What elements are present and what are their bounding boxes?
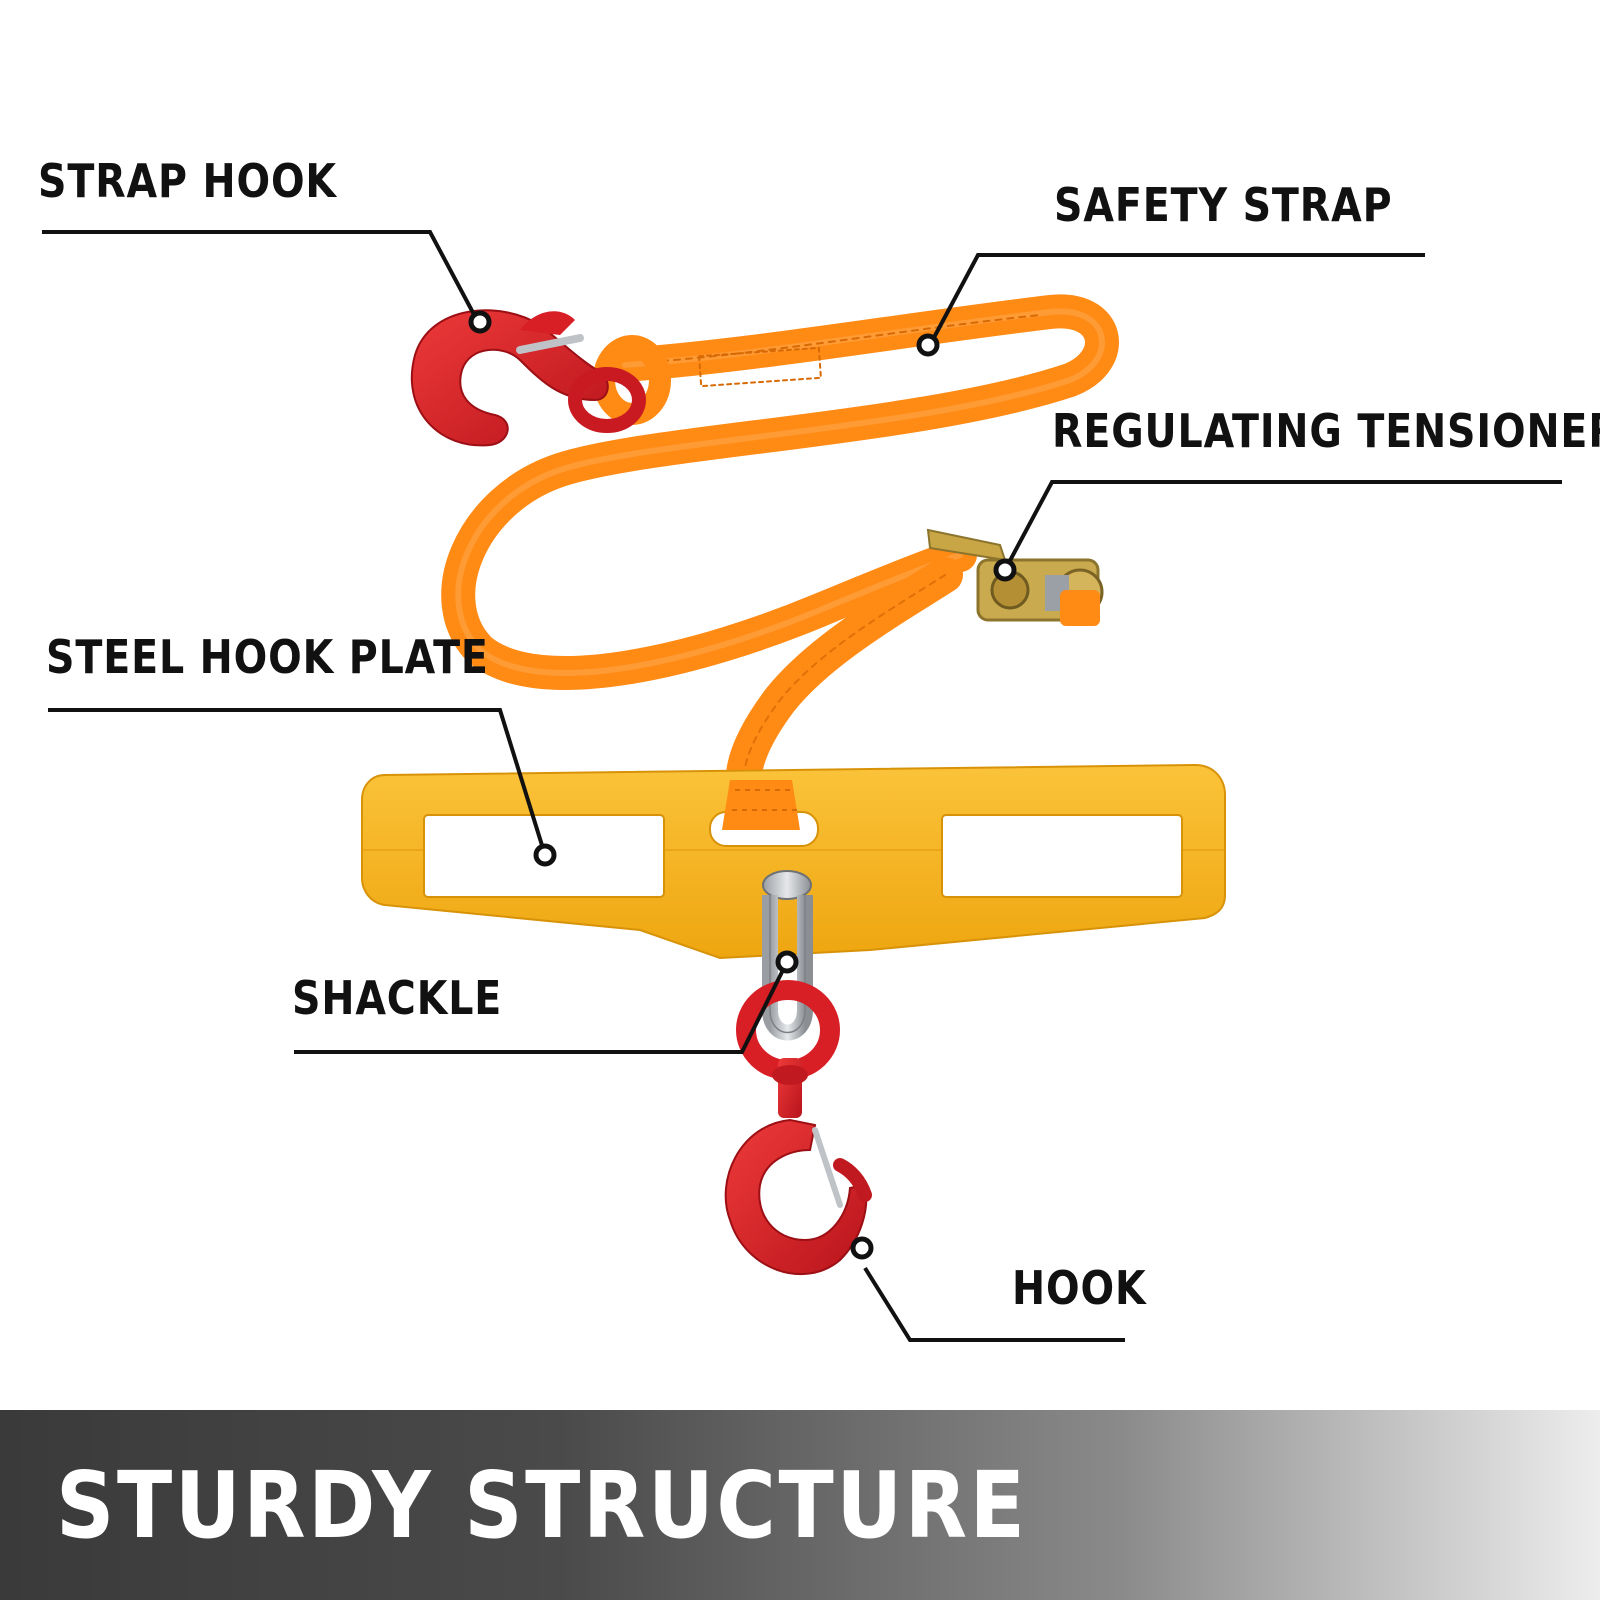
label-hook: HOOK (1012, 1261, 1147, 1315)
dot-plate (533, 843, 557, 867)
callout-dots (468, 310, 1017, 1260)
label-strap-hook: STRAP HOOK (38, 154, 337, 208)
ratchet-tensioner-icon (926, 528, 1104, 626)
bottom-banner (0, 1410, 1600, 1600)
leader-strap-hook (42, 230, 480, 323)
label-shackle: SHACKLE (292, 971, 503, 1025)
label-safety-strap: SAFETY STRAP (1054, 178, 1393, 232)
strap-hook-icon (410, 309, 646, 447)
dot-safety-strap (916, 333, 940, 357)
leader-safety-strap (928, 253, 1425, 346)
steel-hook-plate-icon (361, 763, 1226, 960)
swivel-hook-icon (724, 980, 872, 1276)
banner-title: STURDY STRUCTURE (56, 1452, 1028, 1559)
label-steel-hook-plate: STEEL HOOK PLATE (46, 630, 489, 684)
dot-hook (850, 1236, 874, 1260)
safety-strap-webbing (441, 294, 1119, 808)
leader-tensioner (1003, 480, 1562, 571)
dot-tensioner (993, 558, 1017, 582)
callout-lines (42, 230, 1562, 1342)
leader-hook (863, 1266, 1125, 1342)
dot-shackle (775, 950, 799, 974)
shackle-icon (762, 870, 813, 1041)
label-regulating-tensioner: REGULATING TENSIONER (1052, 404, 1600, 458)
leader-plate (48, 708, 547, 856)
leader-shackle (294, 961, 789, 1054)
dot-strap-hook (468, 310, 492, 334)
